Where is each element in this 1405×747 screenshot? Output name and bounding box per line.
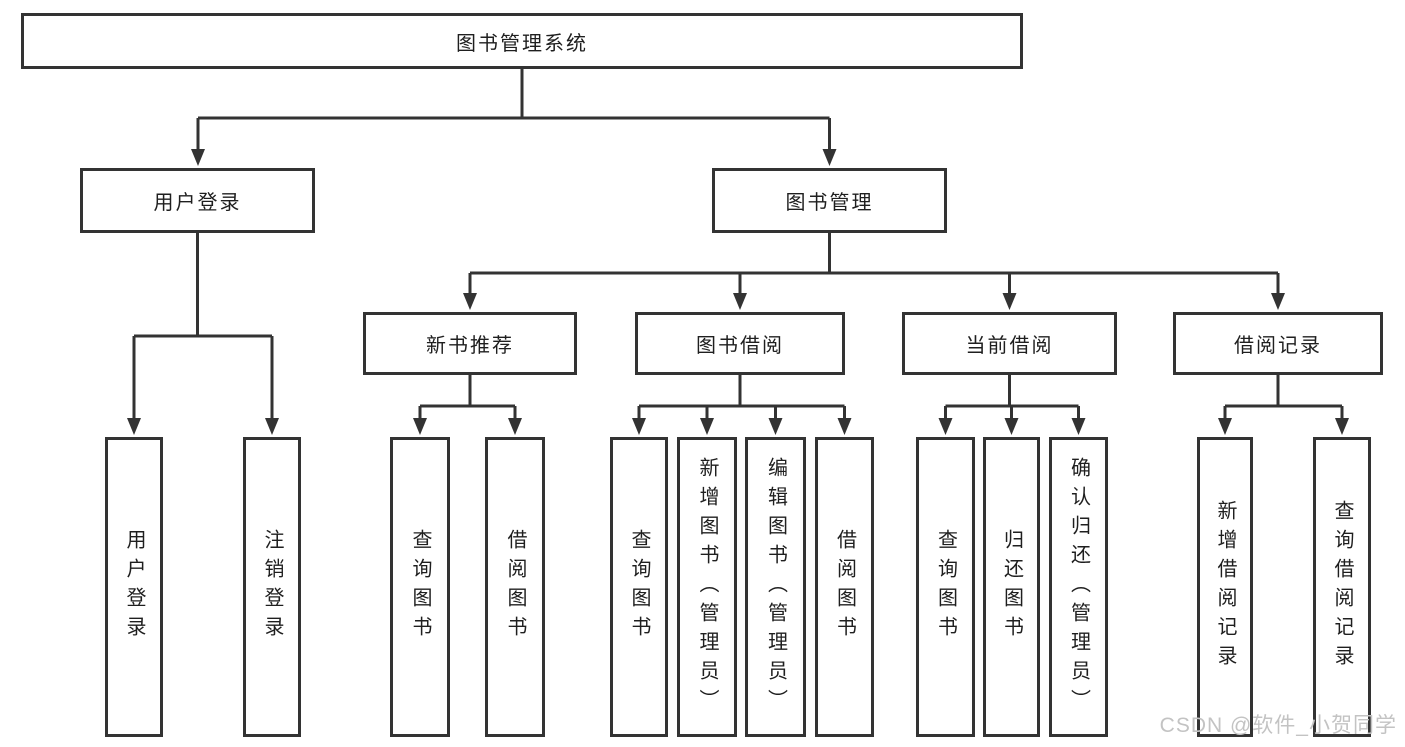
leaf-query-borrow-record: 查询借阅记录 <box>1313 437 1371 737</box>
leaf-query-books: 查询图书 <box>916 437 975 737</box>
node-label: 图书借阅 <box>696 335 784 357</box>
node-label: 查询图书 <box>409 529 431 645</box>
node-label: 确认归还（管理员） <box>1067 456 1090 718</box>
arrowheads <box>127 149 1349 435</box>
node-label: 图书管理 <box>785 192 874 214</box>
node-label: 新增借阅记录 <box>1214 500 1236 674</box>
node-label: 归还图书 <box>1000 529 1023 645</box>
leaf-add-borrow-record: 新增借阅记录 <box>1197 437 1253 737</box>
node-user-login: 用户登录 <box>80 168 315 233</box>
leaf-query-books: 查询图书 <box>390 437 450 737</box>
leaf-add-books-admin: 新增图书（管理员） <box>677 437 737 737</box>
node-label: 当前借阅 <box>965 335 1054 357</box>
node-label: 新书推荐 <box>426 335 514 357</box>
leaf-query-books: 查询图书 <box>610 437 668 737</box>
node-label: 借阅图书 <box>504 529 526 645</box>
node-book-borrow: 图书借阅 <box>635 312 845 375</box>
leaf-return-books: 归还图书 <box>983 437 1040 737</box>
node-label: 借阅图书 <box>833 529 856 645</box>
node-label: 查询图书 <box>934 529 957 645</box>
node-library-management-system: 图书管理系统 <box>21 13 1023 69</box>
leaf-borrow-books: 借阅图书 <box>815 437 874 737</box>
csdn-watermark: CSDN @软件_小贺同学 <box>1159 714 1397 737</box>
node-label: 用户登录 <box>123 529 145 645</box>
node-label: 用户登录 <box>153 192 242 214</box>
node-label: 图书管理系统 <box>456 32 588 55</box>
node-label: 编辑图书（管理员） <box>764 456 787 718</box>
node-current-borrow: 当前借阅 <box>902 312 1117 375</box>
node-label: 查询图书 <box>628 529 650 645</box>
leaf-logout: 注销登录 <box>243 437 301 737</box>
node-book-management: 图书管理 <box>712 168 947 233</box>
leaf-confirm-return-admin: 确认归还（管理员） <box>1049 437 1108 737</box>
node-label: 新增图书（管理员） <box>696 456 718 718</box>
node-label: 借阅记录 <box>1234 335 1322 357</box>
node-label: 查询借阅记录 <box>1331 500 1353 674</box>
node-label: 注销登录 <box>261 529 283 645</box>
leaf-user-login: 用户登录 <box>105 437 163 737</box>
leaf-edit-books-admin: 编辑图书（管理员） <box>745 437 806 737</box>
node-borrow-records: 借阅记录 <box>1173 312 1383 375</box>
node-new-book-recommend: 新书推荐 <box>363 312 577 375</box>
leaf-borrow-books: 借阅图书 <box>485 437 545 737</box>
